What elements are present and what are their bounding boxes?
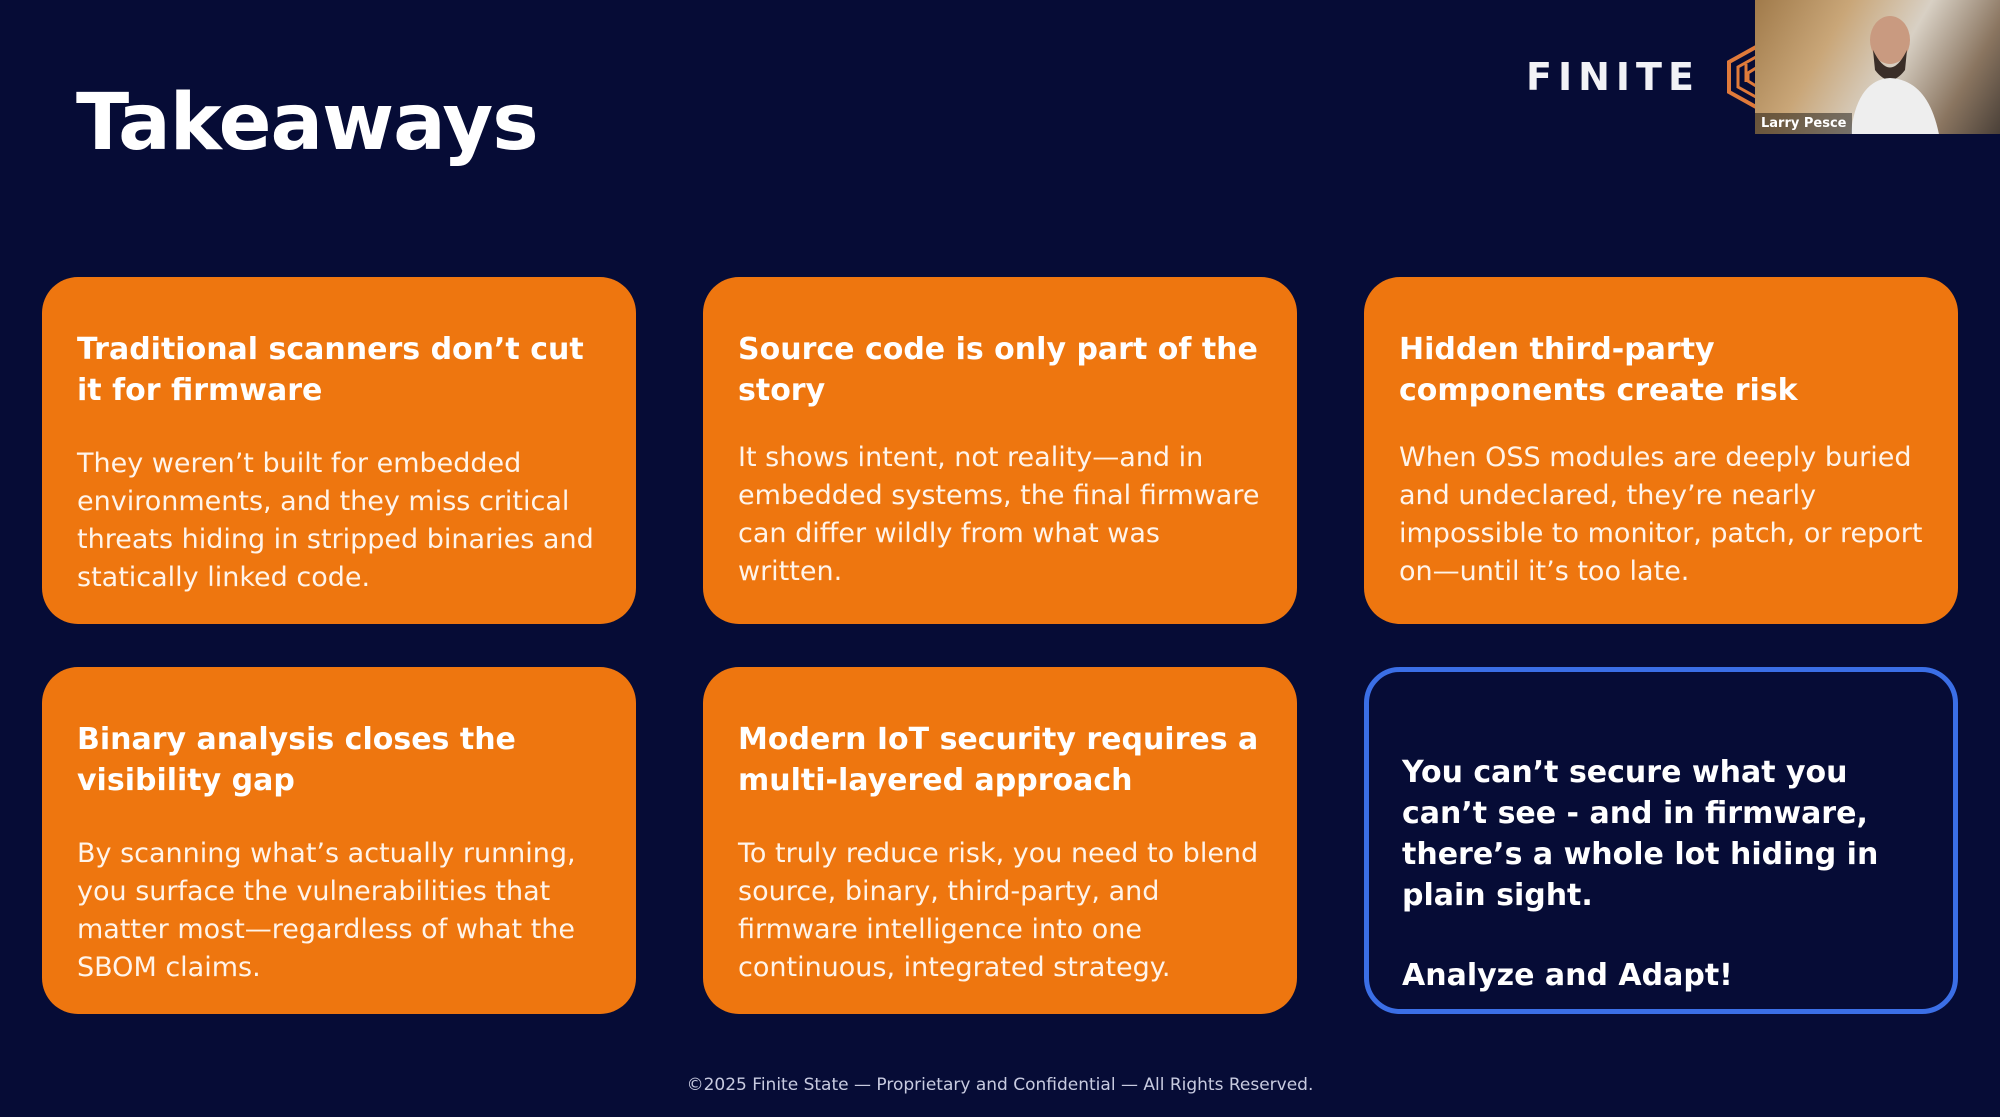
card-body: They weren’t built for embedded environm… [77, 448, 594, 593]
card-heading: Hidden third-party components create ris… [1399, 332, 1798, 408]
card-body: To truly reduce risk, you need to blend … [738, 838, 1259, 983]
footer-copyright: ©2025 Finite State — Proprietary and Con… [686, 1075, 1314, 1095]
callout-quote: You can’t secure what you can’t see - an… [1402, 755, 1879, 913]
takeaway-card: Binary analysis closes the visibility ga… [42, 667, 636, 1014]
card-body: By scanning what’s actually running, you… [77, 838, 576, 983]
card-heading: Source code is only part of the story [738, 332, 1258, 408]
webcam-video-tile: Larry Pesce [1755, 0, 2000, 134]
callout-cta: Analyze and Adapt! [1402, 958, 1733, 993]
card-body: It shows intent, not reality—and in embe… [738, 442, 1260, 587]
participant-name: Larry Pesce [1755, 113, 1853, 134]
participant-video [1850, 16, 1939, 134]
callout-box: You can’t secure what you can’t see - an… [1364, 667, 1958, 1014]
card-body: When OSS modules are deeply buried and u… [1399, 442, 1923, 587]
takeaway-card: Traditional scanners don’t cut it for fi… [42, 277, 636, 624]
card-heading: Traditional scanners don’t cut it for fi… [77, 332, 584, 408]
card-heading: Binary analysis closes the visibility ga… [77, 722, 516, 798]
logo-text: FINITE [1526, 55, 1700, 99]
card-heading: Modern IoT security requires a multi-lay… [738, 722, 1259, 798]
takeaway-card: Hidden third-party components create ris… [1364, 277, 1958, 624]
finite-state-logo: FINITE [1526, 44, 1786, 110]
takeaway-card: Source code is only part of the story It… [703, 277, 1297, 624]
slide-title: Takeaways [76, 78, 539, 168]
takeaway-card: Modern IoT security requires a multi-lay… [703, 667, 1297, 1014]
